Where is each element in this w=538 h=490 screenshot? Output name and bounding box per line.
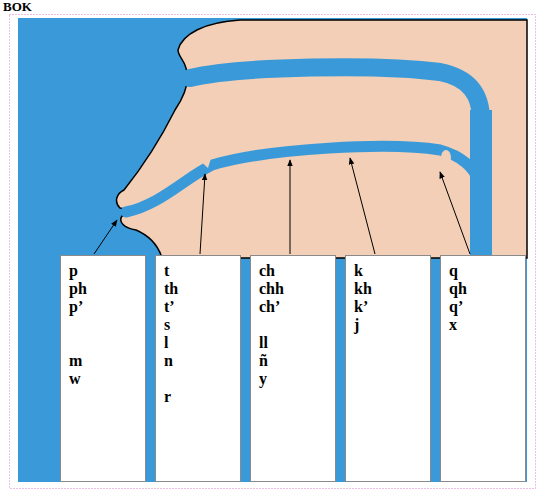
- consonant-letter: q’: [449, 298, 463, 316]
- consonant-box: kkhk’j: [345, 255, 431, 482]
- dotted-frame: [10, 15, 536, 489]
- consonant-letter: kh: [354, 280, 372, 298]
- pharynx: [470, 110, 492, 262]
- consonant-letter: m: [69, 352, 82, 370]
- tooth: [198, 155, 212, 168]
- oral-cavity: [126, 146, 478, 212]
- consonant-letter: ñ: [259, 352, 268, 370]
- consonant-box: qqhq’x: [440, 255, 526, 482]
- consonant-letter: chh: [259, 280, 284, 298]
- consonant-letter: t: [164, 262, 169, 280]
- consonant-letter: k: [354, 262, 363, 280]
- consonant-letter: qh: [449, 280, 467, 298]
- consonant-letter: w: [69, 370, 81, 388]
- uvula: [441, 150, 451, 166]
- consonant-letter: ch: [259, 262, 275, 280]
- consonant-letter: l: [164, 334, 168, 352]
- pointer-arrow: [290, 160, 291, 254]
- nasal-cavity: [190, 67, 481, 120]
- consonant-box: ttht’slnr: [155, 255, 241, 482]
- consonant-letter: ph: [69, 280, 87, 298]
- consonant-letter: ch’: [259, 298, 280, 316]
- consonant-letter: p: [69, 262, 78, 280]
- consonant-letter: k’: [354, 298, 368, 316]
- consonant-letter: j: [354, 316, 359, 334]
- pointer-arrow: [94, 220, 117, 254]
- consonant-letter: y: [259, 370, 267, 388]
- consonant-letter: t’: [164, 298, 175, 316]
- head-section: [117, 20, 527, 258]
- consonant-letter: r: [164, 388, 171, 406]
- consonant-letter: p’: [69, 298, 83, 316]
- consonant-box: pphp’ mw: [60, 255, 146, 482]
- consonant-letter: ll: [259, 334, 268, 352]
- consonant-letter: x: [449, 316, 457, 334]
- consonant-letter: th: [164, 280, 178, 298]
- heading-fragment: BOK: [3, 0, 32, 13]
- consonant-letter: s: [164, 316, 170, 334]
- consonant-box: chchhch’ llñy: [250, 255, 336, 482]
- blue-ground: [18, 18, 527, 482]
- pointer-arrow: [440, 172, 470, 254]
- pointer-arrow: [350, 158, 375, 254]
- consonant-letter: n: [164, 352, 173, 370]
- pointer-arrow: [200, 174, 205, 254]
- consonant-letter: q: [449, 262, 458, 280]
